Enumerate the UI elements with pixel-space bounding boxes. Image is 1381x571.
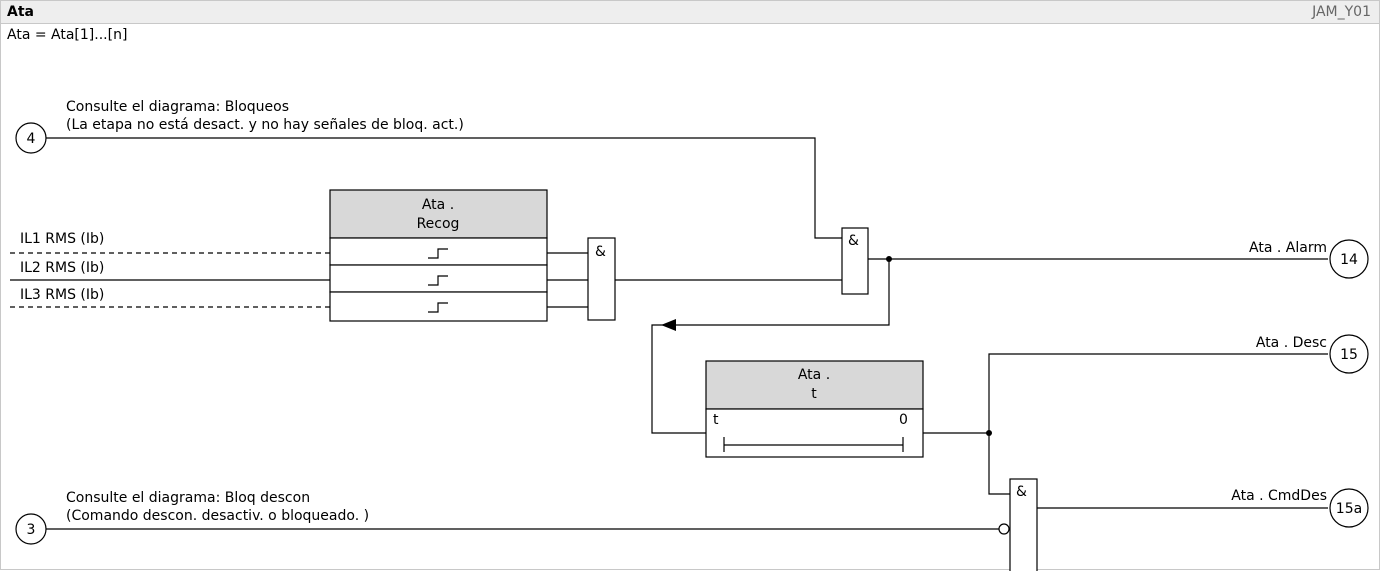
diagram-title: Ata — [7, 4, 34, 20]
and-gate-3-symbol: & — [1016, 484, 1027, 500]
output-trip-label: Ata . Desc — [1256, 335, 1327, 351]
trip-to-gate-line — [988, 433, 1010, 495]
block-ref-line2: (La etapa no está desact. y no hay señal… — [66, 117, 464, 133]
block-ref-line1: Consulte el diagrama: Bloqueos — [66, 99, 289, 115]
and-gate-1 — [587, 237, 616, 321]
timer-zero-label: 0 — [899, 412, 908, 428]
connector-4-label: 4 — [27, 131, 36, 147]
connector-15-label: 15 — [1340, 347, 1358, 363]
and-gate-1-symbol: & — [595, 244, 606, 260]
alarm-to-timer-line — [676, 259, 890, 326]
connector-14 — [1329, 239, 1369, 279]
output-trip-cmd-label: Ata . CmdDes — [1231, 488, 1327, 504]
diagram-header: Ata JAM_Y01 — [1, 1, 1379, 24]
timer-block-title2: t — [811, 386, 817, 402]
trip-block-ref-line1: Consulte el diagrama: Bloq descon — [66, 490, 310, 506]
recog-block-header — [329, 189, 548, 239]
diagram-subtitle: Ata = Ata[1]...[n] — [7, 27, 128, 43]
and-gate-2-symbol: & — [848, 233, 859, 249]
trip-block-ref-line2: (Comando descon. desactiv. o bloqueado. … — [66, 508, 369, 524]
diagram-code: JAM_Y01 — [1312, 4, 1371, 20]
connector-15a-label: 15a — [1336, 501, 1362, 517]
connector-15 — [1329, 334, 1369, 374]
threshold-icon-3 — [428, 302, 448, 313]
recog-block-title2: Recog — [417, 216, 460, 232]
timer-input-line — [651, 324, 706, 434]
threshold-icon-1 — [428, 248, 448, 259]
connector-15a — [1329, 488, 1369, 528]
inverter-circle-icon — [998, 523, 1010, 535]
output-alarm-label: Ata . Alarm — [1249, 240, 1327, 256]
input-il1-label: IL1 RMS (Ib) — [20, 231, 104, 247]
timer-block-title1: Ata . — [798, 367, 830, 383]
timer-t-label: t — [713, 412, 719, 428]
input-il2-label: IL2 RMS (Ib) — [20, 260, 104, 276]
recog-block-title1: Ata . — [422, 197, 454, 213]
threshold-icon-2 — [428, 275, 448, 286]
connector-14-label: 14 — [1340, 252, 1358, 268]
timer-block-header — [705, 360, 924, 410]
block-signal-line — [46, 137, 842, 239]
input-il3-label: IL3 RMS (Ib) — [20, 287, 104, 303]
and-gate-3 — [1009, 478, 1038, 571]
and-gate-2 — [841, 227, 869, 295]
trip-line — [988, 353, 1328, 433]
timer-block-body — [705, 408, 924, 458]
connector-3-label: 3 — [27, 522, 36, 538]
